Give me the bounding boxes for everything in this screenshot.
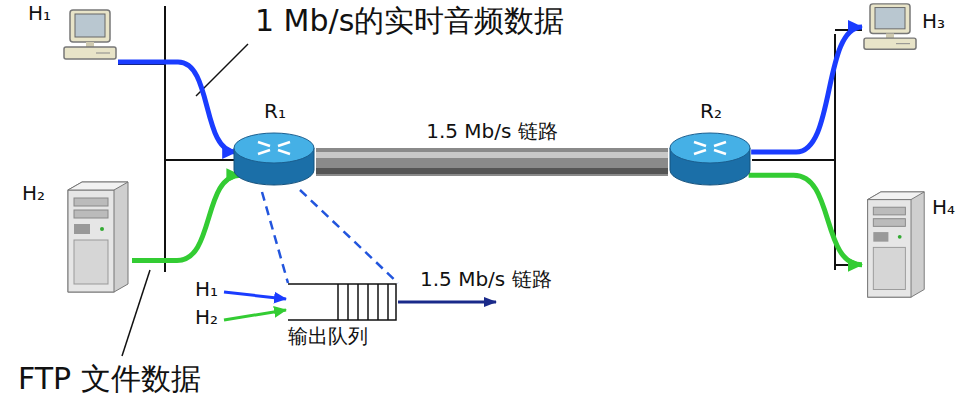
router-icon <box>232 130 316 188</box>
link-label: 1.5 Mb/s 链路 <box>420 268 552 290</box>
host-computer-icon <box>62 8 118 62</box>
flow-label: H₁ <box>195 278 218 300</box>
queue-output-arrow <box>398 301 496 304</box>
router: R₁ <box>232 130 316 188</box>
host-server: H₂ <box>62 180 132 295</box>
node-label: 输出队列 <box>288 325 368 347</box>
network-link <box>316 155 668 171</box>
node-label: H₄ <box>932 196 955 218</box>
flow-arrow <box>749 175 862 265</box>
edge-label: 1.5 Mb/s 链路 <box>424 120 560 142</box>
router: R₂ <box>668 130 752 188</box>
router-icon <box>668 130 752 188</box>
callout-text: FTP 文件数据 <box>18 362 201 395</box>
queue-input-arrow <box>224 310 286 320</box>
host-computer-icon <box>862 2 918 52</box>
output-queue: 输出队列 <box>288 283 398 321</box>
host-server-icon <box>62 180 132 295</box>
flow-arrow <box>132 175 240 260</box>
host-computer: H₁ <box>62 8 118 62</box>
zoom-line <box>300 190 398 283</box>
node-label: H₃ <box>922 10 945 32</box>
flow-arrow <box>751 27 862 152</box>
queue-input-arrow <box>224 292 286 299</box>
flow-label: H₂ <box>195 306 218 328</box>
node-label: H₁ <box>28 2 51 24</box>
flow-arrow <box>118 62 236 152</box>
host-computer: H₃ <box>862 2 918 52</box>
node-label: R₂ <box>700 100 722 122</box>
host-server-icon <box>862 190 928 300</box>
host-server: H₄ <box>862 190 928 300</box>
output-queue-icon <box>288 283 398 321</box>
lan-bus <box>118 6 862 272</box>
zoom-line <box>262 192 288 283</box>
node-label: H₂ <box>22 182 45 204</box>
node-label: R₁ <box>264 100 286 122</box>
callout-text: 1 Mb/s的实时音频数据 <box>255 4 564 37</box>
